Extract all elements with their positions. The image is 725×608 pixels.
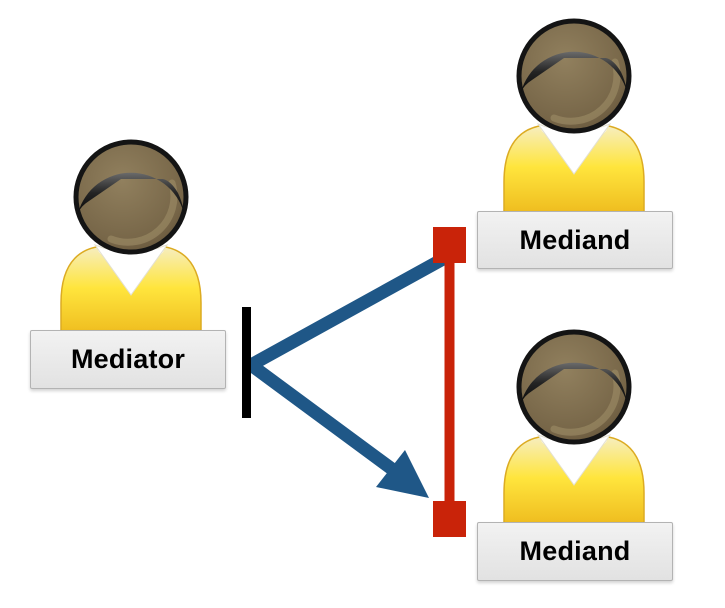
mediator-black-bar	[242, 307, 251, 418]
mediator-label-text: Mediator	[70, 344, 186, 374]
person-face-highlight	[550, 369, 621, 436]
blue-arrow-lower-segment	[244, 358, 403, 479]
person-icon	[60, 139, 202, 340]
mediator-label: Mediator	[30, 330, 226, 389]
person-icon	[503, 329, 645, 530]
person-hair	[521, 51, 627, 92]
mediand-bottom-label: Mediand	[477, 522, 673, 581]
mediand-top-label: Mediand	[477, 211, 673, 269]
person-icon	[503, 18, 645, 219]
person-icon-mediand-bottom	[494, 329, 654, 530]
person-face-highlight	[550, 58, 621, 125]
person-face-highlight	[107, 179, 178, 246]
person-head	[73, 139, 189, 255]
person-head	[516, 329, 632, 445]
person-icon-mediand-top	[494, 18, 654, 219]
blue-arrowhead-icon	[376, 450, 429, 498]
mediand-top-label-text: Mediand	[519, 224, 631, 255]
red-bracket-bottom-cap	[433, 501, 466, 537]
person-head	[516, 18, 632, 134]
person-hair	[521, 362, 627, 403]
mediand-bottom-label-text: Mediand	[519, 536, 631, 566]
person-icon-mediator	[51, 139, 211, 340]
red-bracket-top-cap	[433, 227, 466, 263]
blue-arrow-upper-segment	[244, 247, 459, 372]
person-hair	[78, 172, 184, 213]
